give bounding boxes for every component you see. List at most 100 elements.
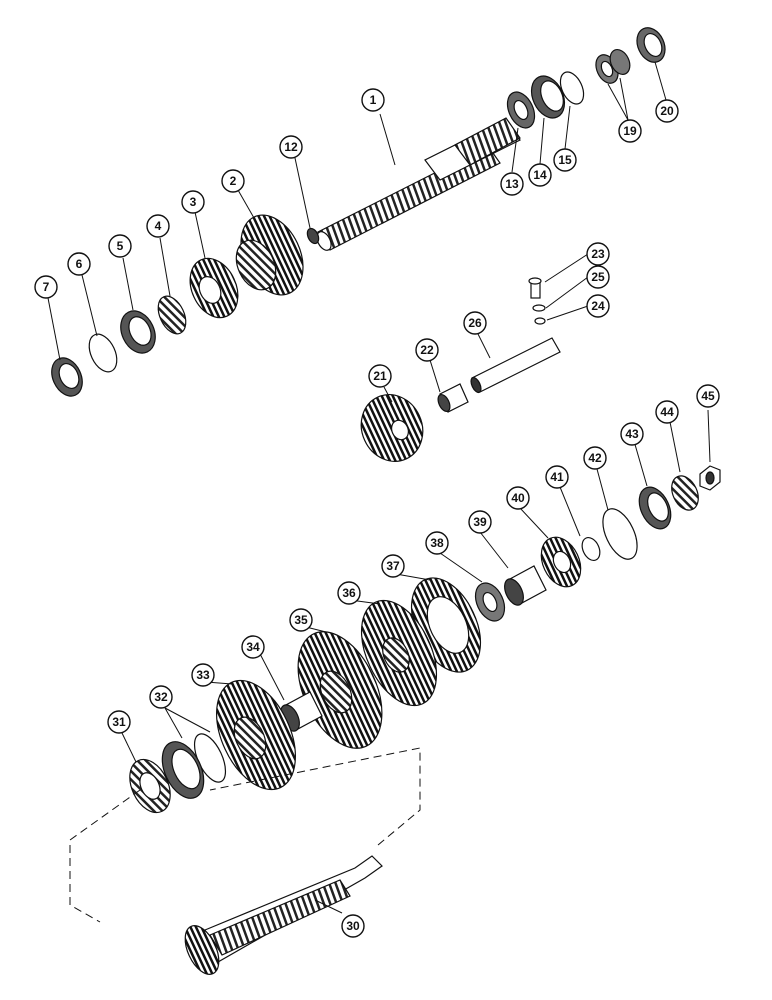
svg-text:39: 39 [473, 515, 487, 529]
svg-text:32: 32 [154, 690, 168, 704]
svg-text:43: 43 [625, 427, 639, 441]
gear-36 [360, 599, 438, 707]
spacer-12 [306, 227, 320, 245]
washer-24 [534, 317, 546, 325]
callout-41: 41 [545, 465, 569, 489]
svg-text:42: 42 [588, 451, 602, 465]
bearing-44 [671, 475, 699, 511]
callout-4: 4 [146, 214, 170, 238]
bearing-cup-32 [161, 733, 227, 799]
callout-32: 32 [149, 685, 173, 709]
callout-34: 34 [241, 635, 265, 659]
svg-text:44: 44 [660, 405, 674, 419]
bearing-cup-5 [120, 310, 156, 354]
callout-45: 45 [696, 384, 720, 408]
svg-text:40: 40 [511, 491, 525, 505]
svg-text:12: 12 [284, 140, 298, 154]
callout-35: 35 [289, 608, 313, 632]
svg-text:35: 35 [294, 613, 308, 627]
svg-text:34: 34 [246, 640, 260, 654]
callout-12: 12 [279, 135, 303, 159]
bearing-4 [157, 295, 187, 335]
pinion-shaft-30 [184, 855, 383, 975]
bearing-cup-43 [638, 486, 672, 530]
callout-30: 30 [341, 914, 365, 938]
svg-text:7: 7 [43, 280, 50, 294]
callout-6: 6 [67, 252, 91, 276]
callout-33: 33 [191, 663, 215, 687]
idler-shaft-26 [470, 337, 561, 394]
bearing-cup-7 [51, 357, 83, 397]
gear-40 [540, 536, 582, 588]
svg-text:21: 21 [373, 369, 387, 383]
svg-text:37: 37 [386, 559, 400, 573]
gear-3 [189, 257, 239, 319]
bearing-13 [506, 91, 536, 129]
assembly-dashed-line [69, 747, 421, 923]
callout-44: 44 [655, 400, 679, 424]
snap-ring-15 [559, 71, 585, 105]
leader-lines [47, 61, 711, 914]
svg-text:1: 1 [370, 93, 377, 107]
callout-7: 7 [34, 275, 58, 299]
svg-text:13: 13 [505, 177, 519, 191]
gear-2 [235, 214, 304, 296]
main-shaft [316, 117, 521, 251]
callout-1: 1 [361, 88, 385, 112]
gear-35 [297, 631, 383, 749]
callout-19: 19 [618, 119, 642, 143]
seal-19 [595, 49, 631, 84]
seal-20 [636, 27, 666, 63]
callout-43: 43 [620, 422, 644, 446]
snap-ring-6 [88, 333, 118, 373]
callout-20: 20 [655, 99, 679, 123]
callout-23: 23 [586, 242, 610, 266]
svg-text:45: 45 [701, 389, 715, 403]
bushing-39 [504, 565, 547, 606]
svg-text:38: 38 [430, 536, 444, 550]
callout-13: 13 [500, 172, 524, 196]
svg-text:30: 30 [346, 919, 360, 933]
callout-40: 40 [506, 486, 530, 510]
svg-text:33: 33 [196, 668, 210, 682]
svg-text:25: 25 [591, 270, 605, 284]
callout-37: 37 [381, 554, 405, 578]
svg-text:23: 23 [591, 247, 605, 261]
callout-21: 21 [368, 364, 392, 388]
idler-gear-21 [360, 394, 424, 462]
svg-text:4: 4 [155, 219, 162, 233]
svg-text:3: 3 [190, 195, 197, 209]
washer-25 [532, 304, 546, 312]
svg-text:15: 15 [558, 153, 572, 167]
callout-31: 31 [107, 710, 131, 734]
svg-text:22: 22 [420, 343, 434, 357]
bushing-34 [280, 691, 323, 732]
svg-text:20: 20 [660, 104, 674, 118]
callout-36: 36 [337, 581, 361, 605]
svg-text:41: 41 [550, 470, 564, 484]
svg-text:5: 5 [117, 239, 124, 253]
svg-text:6: 6 [76, 257, 83, 271]
svg-text:26: 26 [468, 316, 482, 330]
callout-14: 14 [528, 163, 552, 187]
callout-2: 2 [221, 169, 245, 193]
washer-38 [474, 582, 506, 622]
callout-38: 38 [425, 531, 449, 555]
callout-26: 26 [463, 311, 487, 335]
callout-22: 22 [415, 338, 439, 362]
bearing-31 [129, 758, 171, 814]
screw-23 [528, 277, 542, 299]
svg-text:2: 2 [230, 174, 237, 188]
bushing-22 [437, 383, 469, 413]
snap-ring-42 [602, 508, 638, 560]
svg-text:19: 19 [623, 124, 637, 138]
gear-33 [216, 679, 296, 791]
svg-text:14: 14 [533, 168, 547, 182]
svg-text:31: 31 [112, 715, 126, 729]
callout-5: 5 [108, 234, 132, 258]
callout-15: 15 [553, 148, 577, 172]
callout-25: 25 [586, 265, 610, 289]
callout-39: 39 [468, 510, 492, 534]
callout-24: 24 [586, 294, 610, 318]
